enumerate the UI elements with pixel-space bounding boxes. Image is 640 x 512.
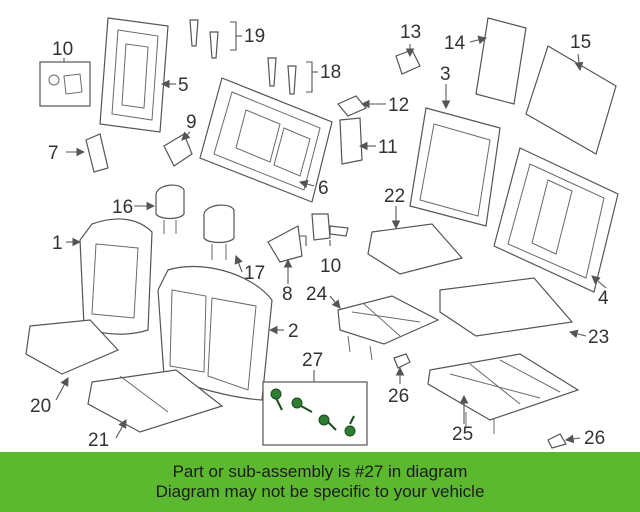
banner-line-2: Diagram may not be specific to your vehi… xyxy=(155,482,485,501)
clip-26-top xyxy=(393,353,411,369)
callout-10-mid: 10 xyxy=(320,256,341,277)
back-panel-14 xyxy=(475,17,527,105)
bolts-19 xyxy=(189,19,219,59)
clip-13 xyxy=(395,49,421,75)
seat-back-frame-left xyxy=(99,17,169,133)
callout-17: 17 xyxy=(244,263,265,284)
callout-26-top: 26 xyxy=(388,386,409,407)
bezel-12 xyxy=(337,95,367,117)
bolt-27-a xyxy=(270,388,283,411)
guide-11 xyxy=(339,117,363,165)
callout-26-bottom: 26 xyxy=(584,428,605,449)
back-panel-15 xyxy=(525,45,617,155)
callout-4: 4 xyxy=(598,288,609,309)
callout-20: 20 xyxy=(30,396,51,417)
headrest-17 xyxy=(203,204,235,260)
leader-lines xyxy=(55,21,607,444)
callout-9: 9 xyxy=(186,112,197,133)
seat-back-frame-right xyxy=(199,77,333,203)
cushion-cover-20 xyxy=(25,319,120,375)
callout-2: 2 xyxy=(288,321,299,342)
callout-24: 24 xyxy=(306,284,328,305)
fastener-kit-10-left xyxy=(39,61,91,107)
bracket-7 xyxy=(85,133,109,173)
callout-10-left: 10 xyxy=(52,39,73,60)
cushion-pad-22 xyxy=(367,223,464,275)
callout-13: 13 xyxy=(400,22,421,43)
bolt-27-d xyxy=(344,415,356,437)
callout-22: 22 xyxy=(384,186,405,207)
fastener-kit-27-box xyxy=(262,381,368,446)
info-banner: Part or sub-assembly is #27 in diagram D… xyxy=(0,452,640,512)
callout-1: 1 xyxy=(52,233,63,254)
callout-labels: 5 6 7 9 10 19 18 13 12 11 14 15 3 4 22 2… xyxy=(30,22,609,450)
fastener-kit-10-mid xyxy=(311,213,349,241)
cushion-frame-25 xyxy=(427,353,580,434)
banner-line-1: Part or sub-assembly is #27 in diagram xyxy=(172,462,468,481)
callout-12: 12 xyxy=(388,95,409,116)
seat-back-pad-3 xyxy=(409,107,501,227)
callout-18: 18 xyxy=(320,62,341,83)
callout-8: 8 xyxy=(282,284,293,305)
callout-15: 15 xyxy=(570,32,591,53)
bolt-27-c xyxy=(318,414,337,431)
callout-19: 19 xyxy=(244,26,265,47)
latch-9 xyxy=(163,133,193,167)
cushion-cover-21 xyxy=(87,369,224,433)
callout-7: 7 xyxy=(48,143,59,164)
bolt-27-b xyxy=(291,397,313,413)
seat-back-cover-1 xyxy=(79,218,153,335)
callout-5: 5 xyxy=(178,75,189,96)
callout-21: 21 xyxy=(88,430,109,450)
clip-26-bottom xyxy=(547,433,567,449)
seat-back-cover-2 xyxy=(157,266,273,401)
cushion-pad-23 xyxy=(439,277,574,337)
callout-25: 25 xyxy=(452,424,473,445)
cushion-frame-24 xyxy=(337,295,440,361)
headrest-16 xyxy=(155,184,185,234)
callout-23: 23 xyxy=(588,327,609,348)
callout-11: 11 xyxy=(378,137,398,158)
callout-27: 27 xyxy=(302,350,323,371)
parts-diagram: 5 6 7 9 10 19 18 13 12 11 14 15 3 4 22 2… xyxy=(25,17,619,450)
callout-3: 3 xyxy=(440,64,451,85)
bolts-18 xyxy=(267,57,297,95)
callout-14: 14 xyxy=(444,33,466,54)
bracket-8 xyxy=(267,225,303,263)
callout-16: 16 xyxy=(112,197,133,218)
callout-6: 6 xyxy=(318,178,329,199)
seat-back-pad-4 xyxy=(493,147,619,293)
